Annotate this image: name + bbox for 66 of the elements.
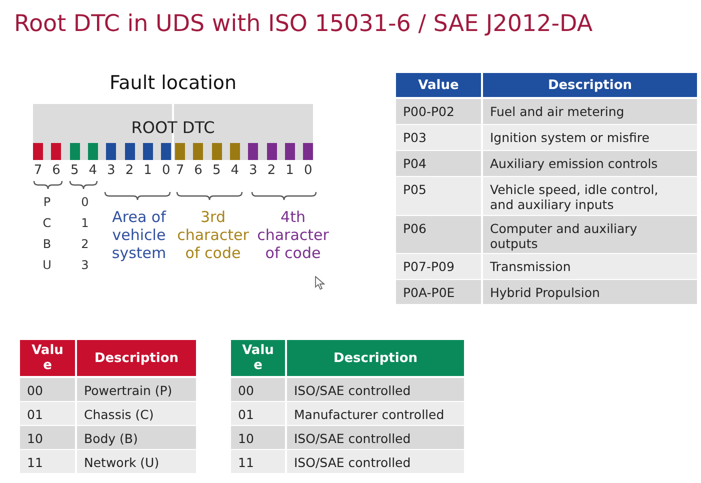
table-cell: Hybrid Propulsion: [483, 280, 697, 304]
section-heading: Fault location: [108, 71, 238, 96]
table-cell: P07-P09: [396, 254, 481, 279]
bit-number: 1: [284, 162, 295, 179]
table-cell: Body (B): [77, 426, 196, 449]
bit-number: 0: [160, 162, 172, 179]
code-digit: 0: [80, 194, 90, 210]
bit-number: 3: [248, 162, 258, 179]
bit-number: 2: [124, 162, 135, 179]
table-cell: 11: [20, 450, 75, 473]
system-letter: U: [42, 257, 52, 273]
table-cell: 00: [231, 378, 285, 401]
column-header: Description: [77, 340, 196, 376]
table-cell: P06: [396, 216, 481, 253]
bit-number: 4: [88, 162, 98, 179]
bit-number: 7: [174, 162, 186, 179]
field-description: Area of vehicle system: [110, 208, 168, 262]
code-digit: 2: [80, 236, 90, 252]
bit-number: 5: [211, 162, 222, 179]
field-description: 4th character of code: [256, 208, 330, 262]
bit-number: 3: [106, 162, 116, 179]
table-cell: P04: [396, 151, 481, 176]
table-cell: P00-P02: [396, 99, 481, 124]
code-digit: 1: [80, 215, 90, 231]
table-cell: Transmission: [483, 254, 697, 279]
bit-number: 6: [193, 162, 204, 179]
bit-number: 4: [230, 162, 240, 179]
table-cell: 11: [231, 450, 285, 473]
bit-number: 1: [142, 162, 153, 179]
system-letter: P: [42, 194, 52, 210]
bit-number: 7: [32, 162, 44, 179]
field-description: 3rd character of code: [176, 208, 250, 262]
table-cell: P03: [396, 125, 481, 150]
table-cell: Ignition system or misfire: [483, 125, 697, 150]
band-label: ROOT DTC: [130, 117, 216, 139]
table-cell: 01: [20, 402, 75, 425]
bit-number: 5: [69, 162, 80, 179]
table-cell: 00: [20, 378, 75, 401]
column-header: Description: [483, 73, 697, 97]
table-cell: ISO/SAE controlled: [287, 450, 464, 473]
bit-number: 6: [51, 162, 62, 179]
column-header: Description: [287, 340, 464, 376]
table-cell: 10: [20, 426, 75, 449]
title: Root DTC in UDS with ISO 15031-6 / SAE J2012-DA: [14, 10, 593, 39]
table-cell: Fuel and air metering: [483, 99, 697, 124]
table-cell: Auxiliary emission controls: [483, 151, 697, 176]
table-cell: Manufacturer controlled: [287, 402, 464, 425]
table-cell: P0A-P0E: [396, 280, 481, 304]
table-cell: ISO/SAE controlled: [287, 426, 464, 449]
table-cell: Vehicle speed, idle control, and auxiliary inputs: [483, 177, 697, 215]
table-cell: P05: [396, 177, 481, 215]
column-header: Value: [20, 340, 75, 376]
system-letter: B: [42, 236, 52, 252]
table-cell: 01: [231, 402, 285, 425]
table-cell: Network (U): [77, 450, 196, 473]
table-cell: Computer and auxiliary outputs: [483, 216, 697, 253]
system-letter: C: [42, 215, 52, 231]
bit-number: 0: [302, 162, 314, 179]
table-cell: 10: [231, 426, 285, 449]
table-cell: ISO/SAE controlled: [287, 378, 464, 401]
table-cell: Powertrain (P): [77, 378, 196, 401]
column-header: Value: [396, 73, 481, 97]
bit-number: 2: [266, 162, 277, 179]
table-cell: Chassis (C): [77, 402, 196, 425]
column-header: Value: [231, 340, 285, 376]
code-digit: 3: [80, 257, 90, 273]
